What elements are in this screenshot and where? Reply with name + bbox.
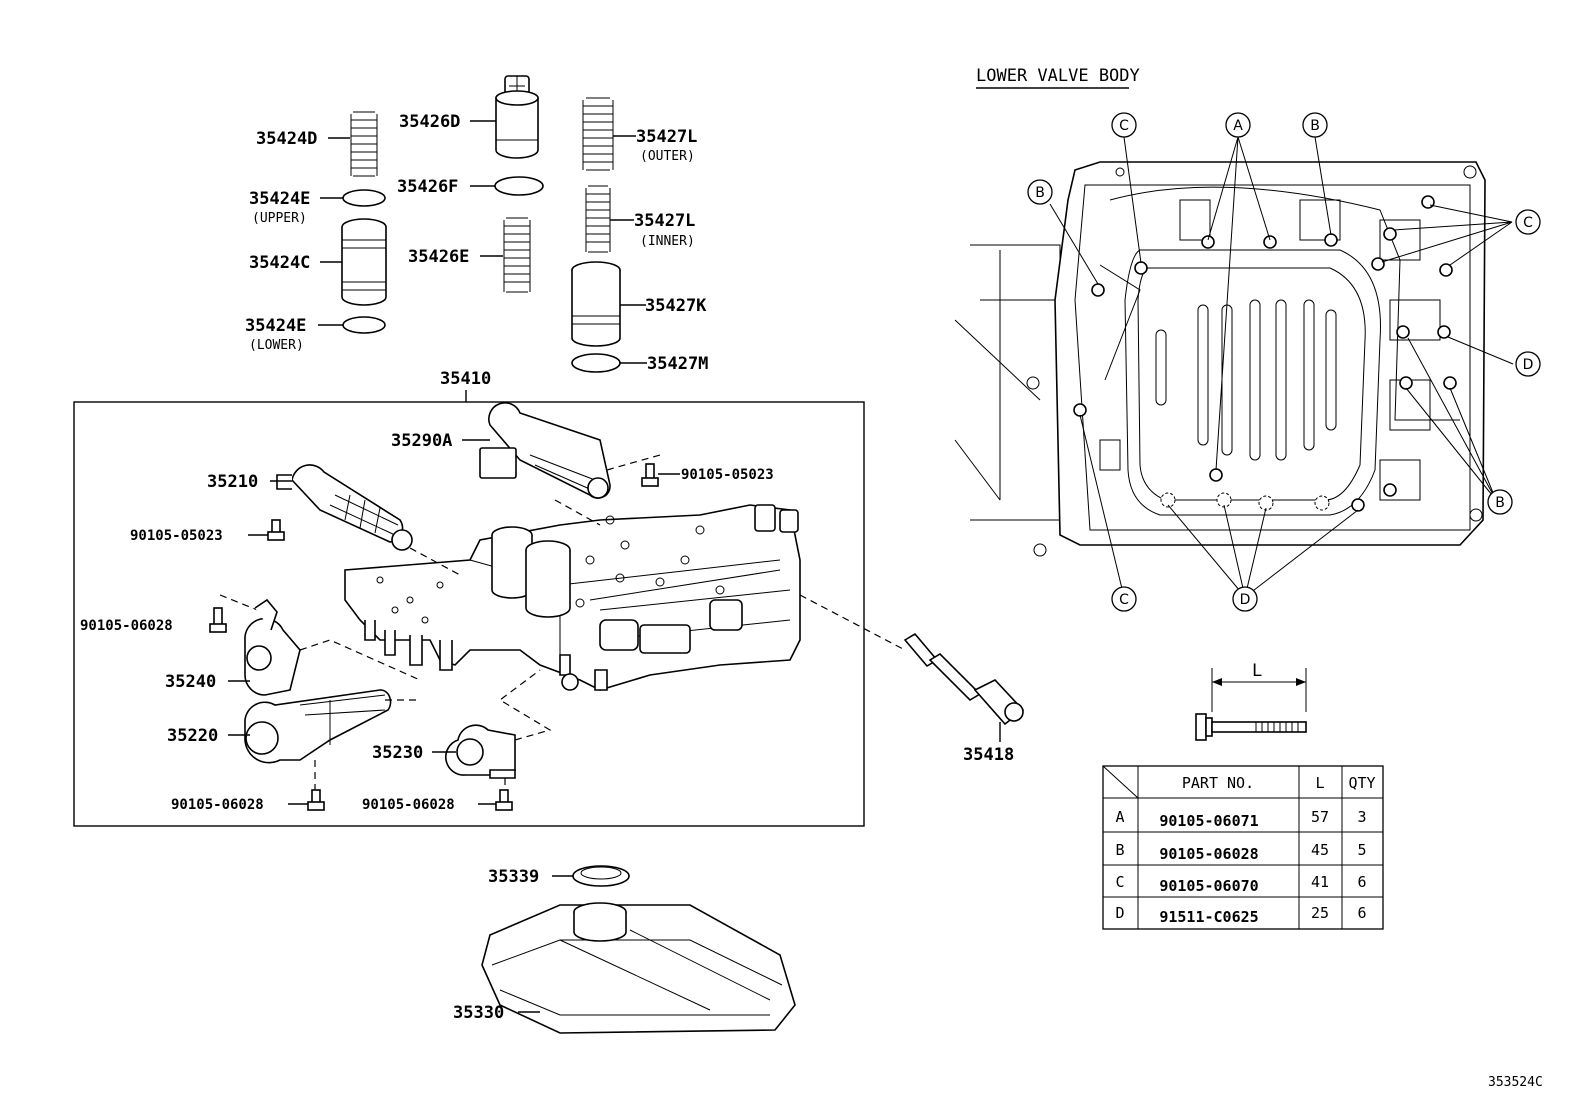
- table-row-part-no: 90105-06071: [1159, 812, 1258, 830]
- label-90105-05023-left: 90105-05023: [130, 528, 223, 544]
- callout-C-top: C: [1111, 112, 1137, 138]
- svg-text:D: D: [1523, 357, 1534, 373]
- callout-D-bottom: D: [1232, 586, 1258, 612]
- o-ring-35426F: [494, 176, 544, 196]
- label-90105-06028-bottom-right: 90105-06028: [362, 797, 455, 813]
- o-ring-35424E-lower: [342, 316, 386, 334]
- label-35424C: 35424C: [249, 253, 310, 273]
- callout-A-top: A: [1225, 112, 1251, 138]
- o-ring-35424E-upper: [342, 189, 386, 207]
- table-row-key: A: [1115, 808, 1124, 826]
- table-header-part-no: PART NO.: [1182, 774, 1254, 792]
- label-35424E-lower: 35424E: [245, 316, 306, 336]
- label-35339: 35339: [488, 867, 539, 887]
- label-35418: 35418: [963, 745, 1014, 765]
- label-35427M: 35427M: [647, 354, 708, 374]
- svg-text:B: B: [1035, 185, 1045, 201]
- drawing-code: 353524C: [1488, 1075, 1543, 1090]
- label-90105-06028-left: 90105-06028: [80, 618, 173, 634]
- plug-35426D: [495, 75, 539, 159]
- table-row-qty: 5: [1357, 841, 1366, 859]
- note-inner: (INNER): [640, 234, 695, 249]
- table-row-length: 25: [1311, 904, 1329, 922]
- spring-35427L-inner: [585, 185, 611, 253]
- table-header-qty: QTY: [1348, 774, 1375, 792]
- label-35240: 35240: [165, 672, 216, 692]
- dim-L-label: L: [1252, 661, 1262, 681]
- table-row-length: 41: [1311, 873, 1329, 891]
- sleeve-35427K: [571, 261, 621, 347]
- svg-text:A: A: [1233, 118, 1243, 134]
- svg-text:C: C: [1523, 215, 1533, 231]
- label-90105-05023-right: 90105-05023: [681, 467, 774, 483]
- lower-valve-body-drawing: [954, 161, 1486, 557]
- label-35426D: 35426D: [399, 112, 460, 132]
- label-35426E: 35426E: [408, 247, 469, 267]
- table-row-length: 57: [1311, 808, 1329, 826]
- table-row-key: C: [1115, 873, 1124, 891]
- label-35426F: 35426F: [397, 177, 458, 197]
- solenoid-35230: [445, 724, 516, 779]
- table-row-length: 45: [1311, 841, 1329, 859]
- table-row-key: D: [1115, 904, 1124, 922]
- solenoid-35240: [244, 598, 301, 696]
- valve-body: [344, 504, 801, 691]
- svg-text:C: C: [1119, 592, 1129, 608]
- label-35424E-upper: 35424E: [249, 189, 310, 209]
- table-row-part-no: 90105-06028: [1159, 845, 1258, 863]
- bolt-90105-06028-left: [209, 607, 227, 633]
- label-90105-06028-bottom-left: 90105-06028: [171, 797, 264, 813]
- spring-35424D: [350, 111, 378, 177]
- callout-D-right: D: [1515, 351, 1541, 377]
- label-35230: 35230: [372, 743, 423, 763]
- strainer-35330: [481, 902, 796, 1034]
- svg-text:D: D: [1240, 592, 1251, 608]
- table-row-qty: 3: [1357, 808, 1366, 826]
- label-35220: 35220: [167, 726, 218, 746]
- spring-35426E: [503, 217, 531, 293]
- spring-35427L-outer: [582, 97, 614, 171]
- o-ring-35427M: [571, 353, 621, 373]
- label-35427K: 35427K: [645, 296, 707, 316]
- solenoid-35220: [244, 689, 392, 764]
- label-35330: 35330: [453, 1003, 504, 1023]
- bolt-90105-05023-left: [267, 519, 285, 541]
- note-lower: (LOWER): [249, 338, 304, 353]
- solenoid-35210: [276, 464, 413, 551]
- sleeve-35424C: [341, 218, 387, 306]
- assembly-frame-35410: [73, 401, 865, 827]
- callout-B-left: B: [1027, 179, 1053, 205]
- bolt-90105-05023-right: [641, 463, 659, 487]
- table-row-part-no: 91511-C0625: [1159, 908, 1258, 926]
- bolt-90105-06028-bottom-right: [495, 789, 513, 811]
- solenoid-35290A: [479, 402, 611, 499]
- callout-B-right: B: [1487, 489, 1513, 515]
- svg-text:B: B: [1495, 495, 1505, 511]
- callout-B-top: B: [1302, 112, 1328, 138]
- bolt-spec-table: PART NO. L QTY A 90105-06071 57 3 B 9010…: [1102, 765, 1384, 930]
- label-35427L-inner: 35427L: [634, 211, 695, 231]
- table-row-qty: 6: [1357, 873, 1366, 891]
- table-header-length: L: [1315, 774, 1324, 792]
- table-row-qty: 6: [1357, 904, 1366, 922]
- label-35210: 35210: [207, 472, 258, 492]
- table-row-key: B: [1115, 841, 1124, 859]
- svg-text:C: C: [1119, 118, 1129, 134]
- callout-C-bottom: C: [1111, 586, 1137, 612]
- seal-35339: [572, 865, 630, 887]
- pipe-35418: [903, 632, 1025, 726]
- note-outer: (OUTER): [640, 149, 695, 164]
- label-35290A: 35290A: [391, 431, 452, 451]
- lower-valve-body-title: LOWER VALVE BODY: [976, 66, 1140, 86]
- svg-text:B: B: [1310, 118, 1320, 134]
- bolt-dimension-figure: L: [1195, 661, 1307, 741]
- note-upper: (UPPER): [252, 211, 307, 226]
- label-35424D: 35424D: [256, 129, 317, 149]
- label-35427L-outer: 35427L: [636, 127, 697, 147]
- callout-C-right: C: [1515, 209, 1541, 235]
- table-row-part-no: 90105-06070: [1159, 877, 1258, 895]
- label-35410: 35410: [440, 369, 491, 389]
- bolt-90105-06028-bottom-left: [307, 789, 325, 811]
